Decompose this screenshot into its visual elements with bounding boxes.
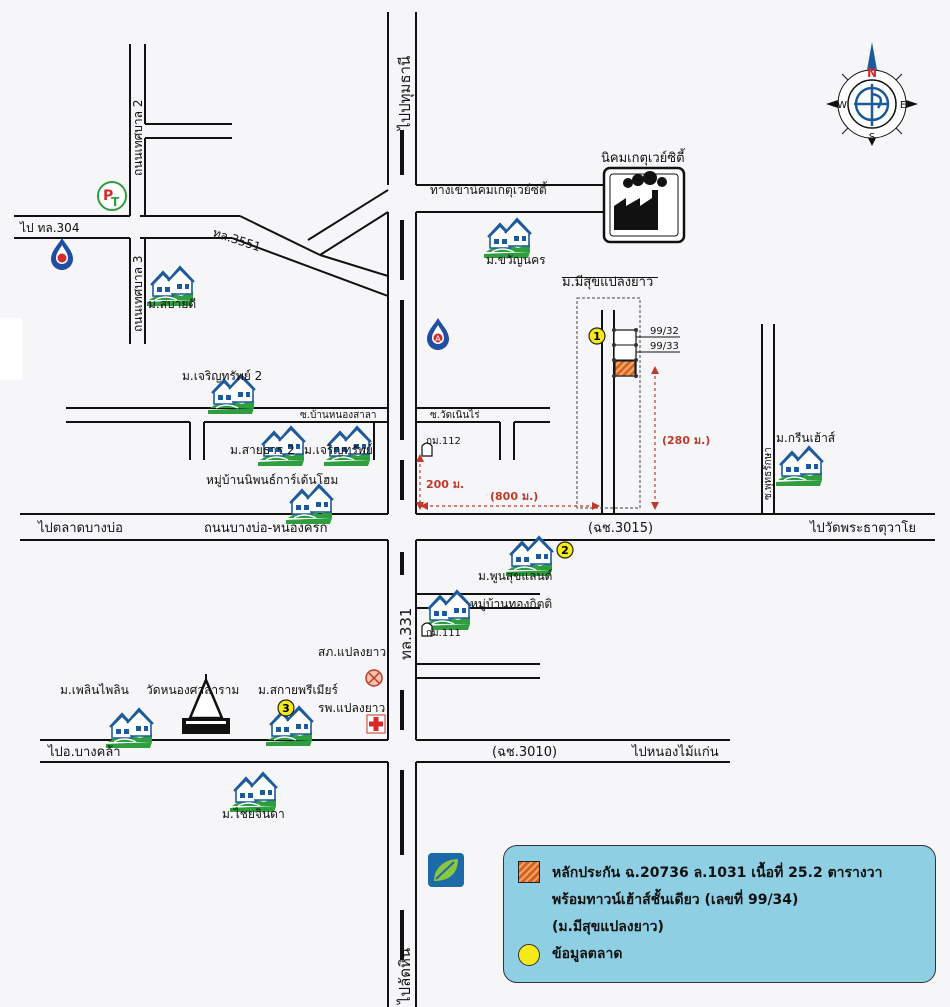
bangchak-station-icon [428, 853, 464, 887]
road-label-industrial-entrance: ทางเข้านิคมเกตุเวย์ซิตี้ [430, 181, 548, 198]
lot-label-99-32: 99/32 [650, 326, 679, 337]
road-label-3551: ทล.3551 [211, 226, 263, 255]
mi-suk-estate-outline [562, 277, 680, 509]
road-label-3010: (ฉช.3010) [492, 745, 557, 760]
market-marker-1: 1 [588, 327, 606, 345]
legend-collateral: หลักประกัน ฉ.20736 ล.1031 เนื้อที่ 25.2 … [518, 860, 923, 941]
scan-edge [0, 318, 22, 380]
collateral-swatch [518, 861, 540, 883]
road-label-to-wat-phrathat: ไปวัดพระธาตุวาโย [809, 520, 916, 536]
road-label-bangbo-nongkhrok: ถนนบางบ่อ-หนองครก [204, 521, 327, 536]
km-marker-111-icon [421, 622, 433, 637]
km-marker-112-icon [421, 442, 433, 457]
place-label-police: สภ.แปลงยาว [318, 645, 386, 659]
road-label-to-pathum-thani: ไปปทุมธานี [396, 56, 415, 131]
distance-label-280: (280 ม.) [662, 434, 710, 447]
place-label-sakai-premier: ม.สกายพรีเมียร์ [258, 683, 338, 697]
road-label-to-304: ไป ทล.304 [19, 221, 79, 235]
house-icon-phloen-phai-lin [104, 707, 155, 750]
road-label-thetsaban2: ถนนเทศบาล 2 [131, 100, 145, 176]
place-label-mi-suk: ม.มีสุขแปลงยาว [562, 274, 653, 290]
house-icon-niphon-garden [284, 483, 335, 526]
police-station-icon [365, 669, 383, 687]
legend-line3: (ม.มีสุขแปลงยาว) [552, 919, 664, 935]
road-label-3015: (ฉช.3015) [588, 521, 653, 536]
svg-text:P: P [103, 188, 113, 204]
place-label-chai-chinda: ม.ไชยจินดา [222, 807, 285, 821]
place-label-hospital: รพ.แปลงยาว [318, 701, 385, 715]
market-marker-3: 3 [277, 699, 295, 717]
road-label-331: ทล.331 [397, 608, 415, 660]
road-label-to-lat-hin: ไปลัดหิน [396, 948, 414, 1005]
distance-lines [419, 370, 656, 507]
road-label-thetsaban3: ถนนเทศบาล 3 [131, 256, 145, 332]
road-label-to-nong-mai-kaen: ไปหนองไม้แก่น [631, 744, 719, 760]
svg-text:T: T [111, 195, 120, 209]
svg-text:3: 3 [282, 702, 290, 715]
property-lot [614, 360, 636, 377]
market-marker-2: 2 [556, 541, 574, 559]
compass-w: W [837, 100, 847, 111]
pt-station-icon: P T [97, 181, 127, 211]
factory-icon [602, 166, 686, 244]
place-label-phloen-phai-lin: ม.เพลินไพลิน [60, 683, 129, 697]
compass-rose: N S W E [826, 42, 918, 146]
distance-label-200: 200 ม. [426, 478, 464, 491]
compass-s: S [869, 132, 875, 143]
place-label-thong-kitti: หมู่บ้านทองกิตติ [470, 597, 552, 612]
legend-line4: ข้อมูลตลาด [552, 946, 623, 962]
road-label-soi-nong-sala: ซ.บ้านหนองสาลา [300, 409, 377, 421]
compass-n: N [867, 66, 877, 80]
hospital-icon [366, 714, 386, 734]
place-label-sai-than2: ม.สายธาร 2 [230, 443, 295, 457]
road-label-soi-wat-nin: ซ.วัดเนินไร่ [430, 409, 480, 421]
distance-label-800: (800 ม.) [490, 490, 538, 503]
distance-arrowheads [416, 366, 659, 510]
place-label-phun-suk-land: ม.พูนสุขแลนด์ [478, 569, 552, 584]
legend-line2: พร้อมทาวน์เฮ้าส์ชั้นเดียว (เลขที่ 99/34) [552, 892, 799, 908]
place-label-green-house: ม.กรีนเฮ้าส์ [776, 431, 836, 445]
svg-text:A: A [435, 335, 442, 345]
place-label-niphon-garden: หมู่บ้านนิพนธ์การ์เด้นโฮม [206, 473, 338, 488]
market-dot-icon [518, 944, 540, 966]
place-label-sabai-di: ม.สบายดี [148, 297, 196, 311]
svg-text:2: 2 [561, 544, 569, 557]
km-112-label: กม.112 [426, 436, 461, 447]
svg-text:1: 1 [593, 330, 601, 343]
gas-station-ptt-icon: A [427, 318, 449, 350]
legend-line1: หลักประกัน ฉ.20736 ล.1031 เนื้อที่ 25.2 … [552, 865, 883, 881]
road-label-to-lat-bangbo: ไปตลาดบางบ่อ [37, 520, 123, 536]
legend-market: ข้อมูลตลาด [518, 941, 923, 968]
place-label-khwan-nakhon: ม.ขวัญนคร [486, 253, 546, 267]
temple-icon [182, 674, 230, 734]
place-label-charoen-sap2: ม.เจริญทรัพย์ 2 [182, 369, 262, 383]
gas-station-icon [51, 238, 73, 270]
compass-e: E [900, 100, 906, 111]
road-label-to-bangkla: ไปอ.บางคล้า [47, 744, 121, 760]
km-111-label: กม.111 [426, 628, 461, 639]
house-icon-green-house [774, 445, 825, 488]
road-label-soi-phutthaphak: ซ.พุทธรักษา [763, 447, 774, 500]
place-label-wat-nong-sala: วัดหนองศาลาราม [146, 683, 239, 697]
place-label-charoen-sap: ม.เจริญทรัพย์ [304, 443, 373, 457]
lot-label-99-33: 99/33 [650, 341, 679, 352]
place-label-industrial-estate: นิคมเกตุเวย์ซิตี้ [601, 148, 686, 166]
legend-box: หลักประกัน ฉ.20736 ล.1031 เนื้อที่ 25.2 … [503, 845, 936, 983]
legend-collateral-text: หลักประกัน ฉ.20736 ล.1031 เนื้อที่ 25.2 … [552, 860, 882, 941]
house-icon-thong-kitti [422, 589, 473, 632]
